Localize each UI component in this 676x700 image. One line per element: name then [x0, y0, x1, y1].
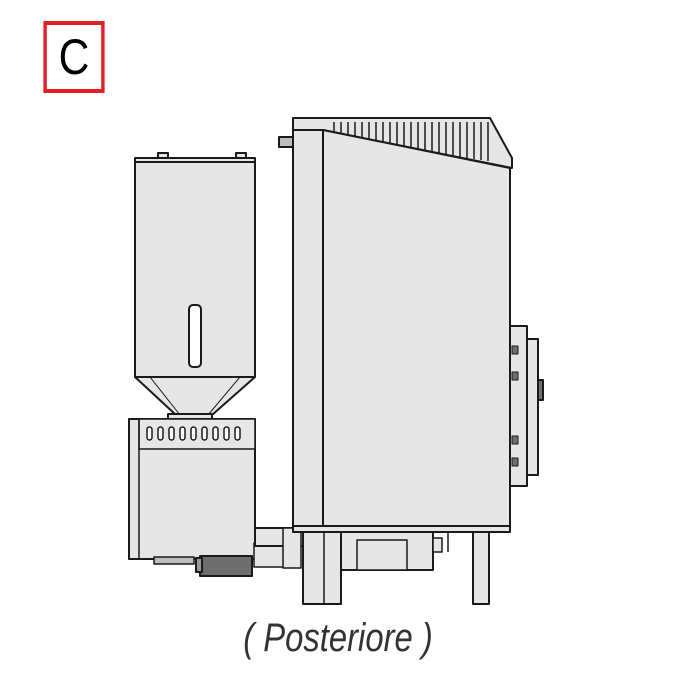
stove-side-panel — [292, 129, 324, 527]
stove-door-handle — [537, 379, 544, 401]
stove-main-panel — [322, 129, 511, 527]
stove-top-pipe — [278, 136, 294, 148]
feeder-motor — [199, 555, 253, 577]
stove-leg-left — [302, 531, 342, 605]
stove-base — [302, 531, 490, 605]
hopper-sight-window — [188, 304, 202, 368]
pellet-hopper — [134, 152, 256, 422]
figure-letter-badge: C — [43, 21, 105, 93]
stove-door — [526, 338, 539, 476]
view-caption: ( Posteriore ) — [243, 616, 433, 660]
feeder-box — [128, 418, 285, 577]
hopper-funnel — [134, 376, 256, 416]
stove-body — [278, 117, 544, 533]
stove-leg-right — [472, 531, 490, 605]
